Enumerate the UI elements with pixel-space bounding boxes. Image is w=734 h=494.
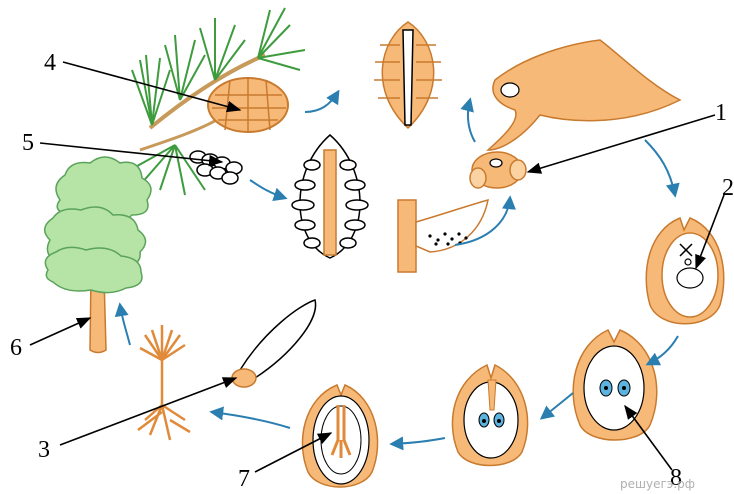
- label-3: 3: [38, 437, 50, 463]
- label-2: 2: [722, 175, 734, 201]
- cone-section-orange: [374, 22, 442, 128]
- pine-branch: [130, 8, 305, 195]
- label-6: 6: [10, 335, 22, 361]
- label-1: 1: [715, 100, 727, 126]
- microsporophyll: [398, 200, 488, 272]
- ovule: [646, 218, 724, 324]
- watermark: решуегэ.рф: [620, 477, 695, 491]
- zygote-ovule: [452, 365, 527, 466]
- germinating-pollen: [488, 40, 680, 150]
- winged-seed: [232, 300, 316, 387]
- pollen-grain: [470, 152, 526, 188]
- label-4: 4: [44, 50, 56, 76]
- fertilization-ovule: [573, 330, 657, 440]
- seedling: [138, 325, 190, 440]
- pine-tree: [45, 157, 151, 353]
- label-5: 5: [22, 130, 34, 156]
- label-7: 7: [238, 466, 250, 492]
- seed-embryo: [302, 385, 377, 487]
- cone-section-white: [292, 135, 368, 258]
